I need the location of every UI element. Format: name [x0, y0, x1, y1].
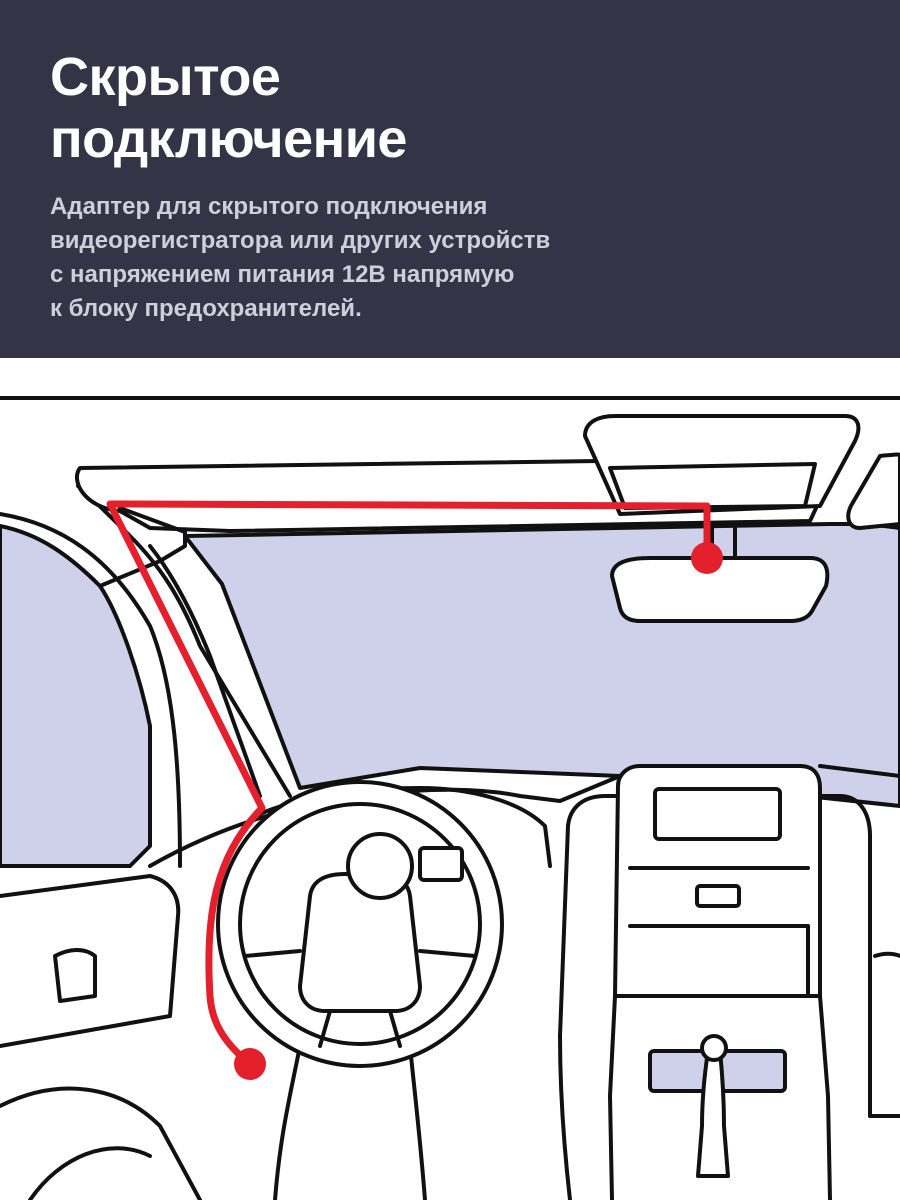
hidden-cable-icon [106, 500, 711, 1068]
overhead-right-panel [846, 452, 900, 530]
overhead-vent [608, 462, 817, 510]
rearview-mirror-icon [610, 556, 830, 623]
seat-icon [0, 1086, 202, 1200]
tunnel-left [608, 994, 617, 1200]
car-interior-drawing [0, 396, 900, 1200]
seat-edge [28, 1146, 152, 1200]
description-line-2: видеорегистратора или других устройств [50, 227, 551, 254]
gear-shifter-icon [696, 1049, 730, 1178]
description-line-1: Адаптер для скрытого подключения [50, 193, 488, 220]
infotainment-screen [653, 787, 782, 841]
product-description: Адаптер для скрытого подключения видеоре… [50, 190, 900, 326]
title-line-2: подключение [50, 109, 407, 169]
left-door-panel [0, 874, 181, 1048]
description-line-4: к блоку предохранителей. [50, 295, 362, 322]
gear-shifter-knob [700, 1034, 728, 1062]
center-console-outer [566, 794, 872, 1118]
dashboard-right [818, 764, 900, 778]
console-left-side [558, 824, 572, 1200]
a-pillar-edge [0, 512, 182, 868]
header-banner: Скрытое подключение Адаптер для скрытого… [0, 0, 900, 358]
left-door-handle [53, 948, 97, 1003]
speedometer-gauge [346, 832, 414, 900]
a-pillar-inner [148, 544, 262, 798]
cable-end-mirror [691, 542, 723, 574]
cable-end-fusebox [234, 1048, 266, 1080]
description-line-3: с напряжением питания 12В напрямую [50, 261, 515, 288]
tunnel-right [818, 994, 832, 1200]
console-lower-panel [628, 924, 810, 998]
car-interior-illustration [0, 396, 900, 1200]
cluster-display [418, 846, 464, 882]
console-button [695, 884, 741, 908]
right-door-panel [868, 951, 900, 1118]
side-window-glass [0, 524, 152, 868]
title-line-1: Скрытое [50, 47, 281, 107]
steering-column [273, 1044, 427, 1200]
steering-wheel-icon [216, 780, 504, 1068]
page-title: Скрытое подключение [50, 46, 900, 170]
